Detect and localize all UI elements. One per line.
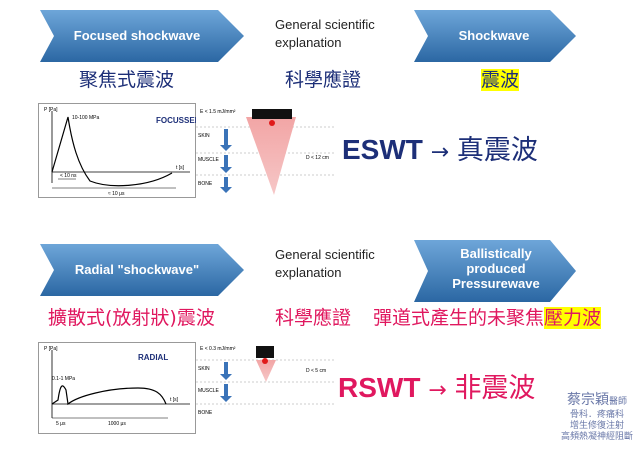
focused-depth-label: D < 12 cm — [306, 155, 329, 161]
ballistic-pressurewave-cn: 彈道式產生的未聚焦壓力波 — [373, 307, 602, 329]
ballistic-pressurewave-label: Ballistically produced Pressurewave — [452, 246, 540, 291]
focused-energy-label: E < 1.5 mJ/mm² — [200, 109, 236, 115]
radial-graph-title: RADIAL — [138, 353, 168, 362]
radial-graph-rise: 5 μs — [56, 421, 66, 427]
focused-graph-axis-y: P [Pa] — [44, 107, 58, 113]
focused-shockwave-chevron — [40, 10, 244, 62]
radial-tissue-muscle: MUSCLE — [198, 388, 220, 394]
radial-tissue-diagram: E < 0.3 mJ/mm² SKIN MUSCLE BONE D < 5 cm — [196, 346, 336, 416]
focused-shockwave-label: Focused shockwave — [73, 28, 201, 43]
rswt-arrow: → — [428, 378, 447, 403]
focused-tissue-muscle: MUSCLE — [198, 157, 220, 163]
focused-tissue-diagram: E < 1.5 mJ/mm² SKIN MUSCLE BONE D < 12 c… — [196, 109, 336, 195]
doctor-stamp: 蔡宗穎醫師 骨科．疼痛科 增生修復注射 高頻熱凝神經阻斷 — [556, 392, 638, 443]
row2-scientific-proof-cn: 科學應證 — [275, 307, 352, 329]
shockwave-cn: 震波 — [481, 69, 520, 91]
doctor-title: 醫師 — [608, 397, 627, 407]
focused-tissue-bone: BONE — [198, 181, 213, 187]
focused-shockwave-cn: 聚焦式震波 — [79, 69, 175, 91]
doctor-name: 蔡宗穎 — [566, 392, 609, 408]
eswt-result: ESWT → 真震波 — [342, 128, 538, 167]
row1-general-explanation: General scientific explanation — [275, 17, 375, 50]
radial-graph-axis-x: t [s] — [170, 397, 179, 403]
ballistic-pressurewave-chevron — [414, 240, 576, 302]
focused-graph-rise: < 10 ns — [60, 173, 77, 179]
radial-tissue-skin: SKIN — [198, 366, 210, 372]
radial-graph-duration: 1000 μs — [108, 421, 126, 427]
eswt-latin: ESWT — [342, 134, 423, 165]
radial-graph-peak: 0.1-1 MPa — [52, 376, 75, 382]
radial-pressure-graph: P [Pa] t [s] 0.1-1 MPa 5 μs 1000 μs RADI… — [38, 342, 196, 434]
doctor-line3: 高頻熱凝神經阻斷 — [560, 432, 633, 442]
doctor-line2: 增生修復注射 — [569, 421, 624, 431]
shockwave-chevron — [414, 10, 576, 62]
radial-energy-label: E < 0.3 mJ/mm² — [200, 346, 236, 352]
radial-depth-label: D < 5 cm — [306, 368, 326, 374]
focused-graph-peak: 10-100 MPa — [72, 115, 99, 121]
eswt-cn: 真震波 — [456, 135, 538, 166]
focused-tissue-skin: SKIN — [198, 133, 210, 139]
shockwave-label: Shockwave — [458, 28, 530, 43]
radial-tissue-bone: BONE — [198, 410, 213, 416]
radial-shockwave-cn: 擴散式(放射狀)震波 — [48, 307, 215, 329]
eswt-arrow: → — [430, 140, 450, 165]
focused-graph-axis-x: t [s] — [176, 165, 185, 171]
focused-graph-title: FOCUSSED — [156, 116, 196, 125]
rswt-latin: RSWT — [338, 372, 421, 403]
doctor-line1: 骨科．疼痛科 — [569, 410, 624, 420]
radial-graph-axis-y: P [Pa] — [44, 346, 58, 352]
row2-general-explanation: General scientific explanation — [275, 247, 375, 280]
radial-shockwave-chevron — [40, 244, 244, 296]
focused-pressure-graph: P [Pa] t [s] 10-100 MPa < 10 ns ≈ 10 μs … — [38, 103, 196, 198]
focused-graph-duration: ≈ 10 μs — [108, 191, 125, 197]
rswt-result: RSWT → 非震波 — [338, 366, 535, 405]
row1-scientific-proof-cn: 科學應證 — [285, 69, 362, 91]
radial-shockwave-label: Radial "shockwave" — [74, 262, 200, 277]
rswt-cn: 非震波 — [454, 373, 536, 404]
